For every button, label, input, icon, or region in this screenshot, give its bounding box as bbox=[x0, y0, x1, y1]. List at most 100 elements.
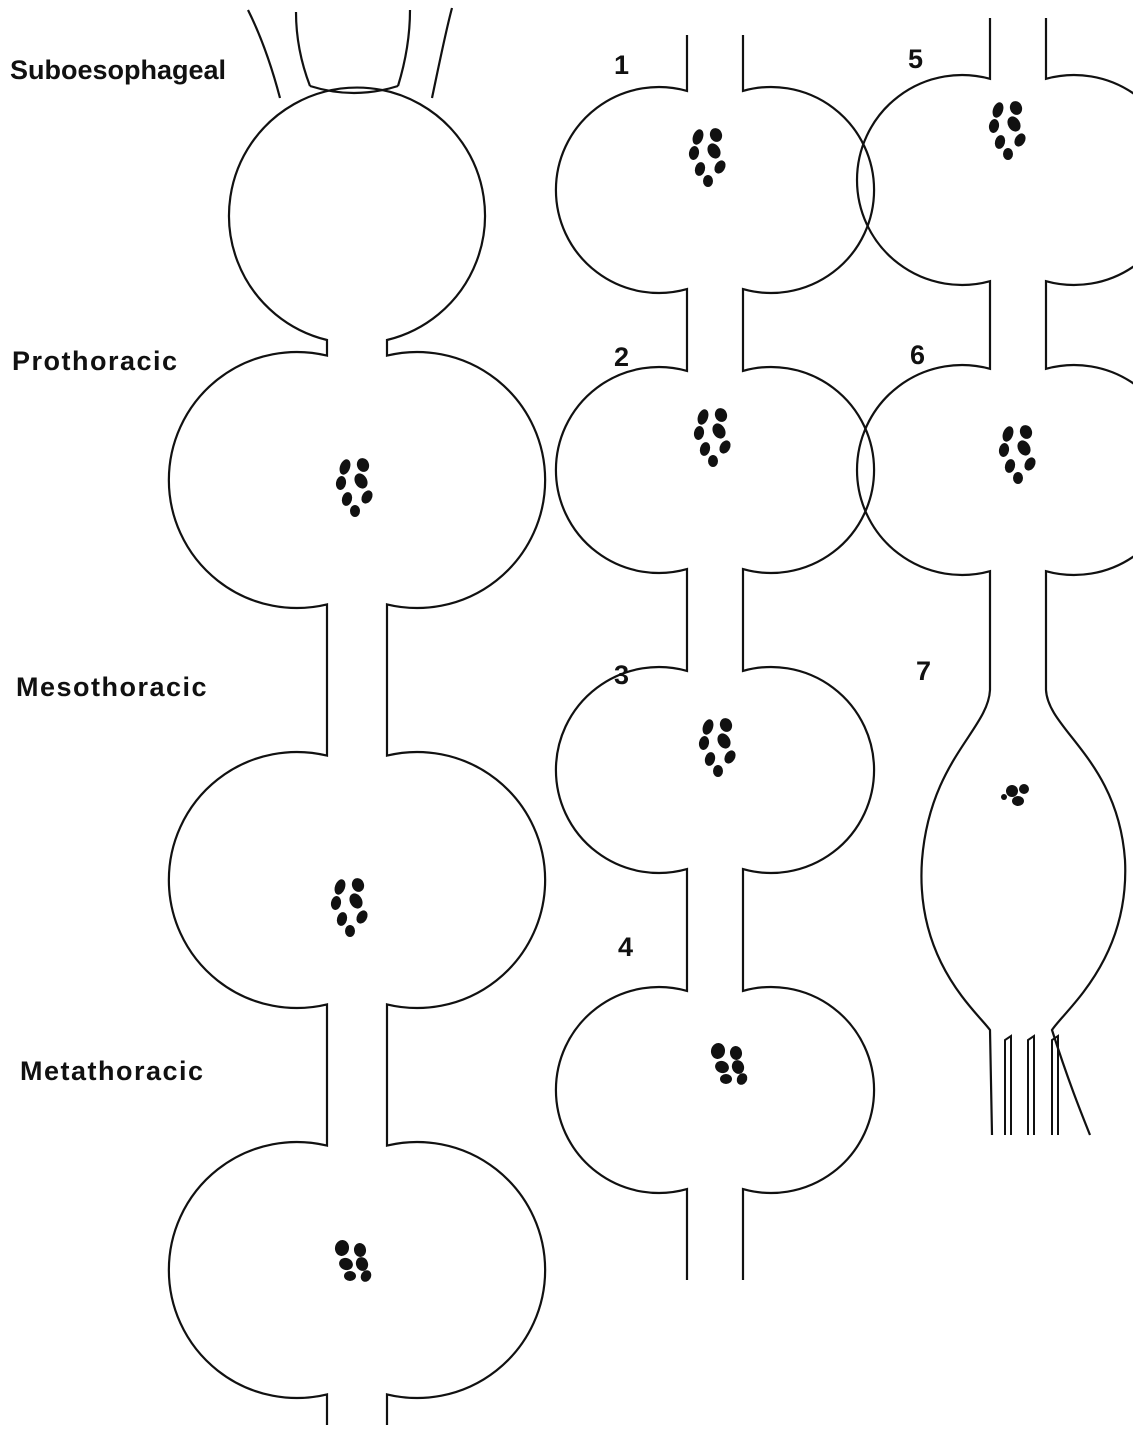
nucleus bbox=[693, 161, 706, 177]
suboesophageal-ganglion-outline bbox=[229, 88, 485, 352]
nucleus bbox=[722, 748, 738, 765]
terminal-nerve-2 bbox=[1028, 1036, 1034, 1135]
nucleus bbox=[1003, 458, 1016, 474]
ganglion-number-7: 7 bbox=[916, 656, 931, 687]
nucleus bbox=[991, 101, 1006, 119]
chain-outline-left bbox=[169, 352, 327, 1425]
nucleus bbox=[718, 716, 734, 733]
ganglion-7-nuclei bbox=[1001, 784, 1029, 806]
prothoracic-nuclei bbox=[335, 456, 375, 517]
nucleus bbox=[720, 1074, 732, 1084]
chain-outline-right bbox=[743, 35, 874, 1280]
ganglion-3-nuclei bbox=[698, 716, 738, 777]
nucleus bbox=[333, 878, 348, 896]
connective-left bbox=[248, 10, 280, 98]
connective-right bbox=[432, 8, 452, 98]
terminal-nerve-3 bbox=[1052, 1036, 1058, 1135]
nucleus bbox=[344, 1271, 356, 1281]
chain-outline-left bbox=[857, 18, 990, 640]
nucleus bbox=[352, 471, 370, 491]
abdominal-chain-1-4 bbox=[556, 35, 874, 1280]
nucleus bbox=[713, 1059, 730, 1075]
nucleus bbox=[693, 425, 705, 441]
nucleus bbox=[988, 118, 1000, 134]
label-metathoracic: Metathoracic bbox=[20, 1056, 205, 1087]
nucleus bbox=[1001, 794, 1007, 800]
ganglion-number-1: 1 bbox=[614, 50, 629, 81]
nucleus bbox=[729, 1045, 743, 1061]
nucleus bbox=[1012, 131, 1028, 148]
ganglion-number-3: 3 bbox=[614, 660, 629, 691]
nucleus bbox=[334, 1239, 351, 1257]
metathoracic-nuclei bbox=[334, 1239, 374, 1284]
inner-connective-right bbox=[398, 10, 410, 86]
nucleus bbox=[345, 925, 355, 937]
nucleus bbox=[701, 718, 716, 736]
terminal-nerve-1 bbox=[1005, 1036, 1011, 1135]
chain-outline-left bbox=[556, 35, 687, 1280]
nucleus bbox=[696, 408, 711, 426]
nucleus bbox=[703, 175, 713, 187]
nucleus bbox=[335, 475, 347, 491]
nucleus bbox=[359, 488, 375, 505]
nucleus bbox=[710, 421, 728, 441]
nucleus bbox=[1018, 423, 1034, 440]
nucleus bbox=[330, 895, 342, 911]
inner-connective-left bbox=[296, 12, 310, 86]
nucleus bbox=[993, 134, 1006, 150]
terminal-ganglion-left bbox=[921, 640, 992, 1135]
label-suboesophageal: Suboesophageal bbox=[10, 55, 226, 86]
ganglion-6-nuclei bbox=[998, 423, 1038, 484]
nucleus bbox=[353, 1242, 367, 1258]
nucleus bbox=[335, 911, 348, 927]
nucleus bbox=[1008, 99, 1024, 116]
nucleus bbox=[350, 505, 360, 517]
chain-outline-right bbox=[387, 352, 545, 1425]
nucleus bbox=[708, 126, 724, 143]
nucleus bbox=[1012, 796, 1024, 806]
nucleus bbox=[338, 458, 353, 476]
nucleus bbox=[730, 1058, 746, 1075]
nucleus bbox=[705, 141, 723, 161]
nucleus bbox=[355, 456, 371, 473]
nucleus bbox=[717, 438, 733, 455]
nucleus bbox=[712, 158, 728, 175]
nucleus bbox=[703, 751, 716, 767]
nucleus bbox=[1013, 472, 1023, 484]
nucleus bbox=[1005, 114, 1023, 134]
nucleus bbox=[340, 491, 353, 507]
ganglion-number-4: 4 bbox=[618, 932, 633, 963]
ganglion-number-6: 6 bbox=[910, 340, 925, 371]
nucleus bbox=[713, 765, 723, 777]
nucleus bbox=[1015, 438, 1033, 458]
nucleus bbox=[1022, 455, 1038, 472]
nucleus bbox=[715, 731, 733, 751]
nucleus bbox=[998, 442, 1010, 458]
ganglion-1-nuclei bbox=[688, 126, 728, 187]
nucleus bbox=[337, 1256, 354, 1272]
nucleus bbox=[710, 1042, 727, 1060]
nucleus bbox=[1019, 784, 1029, 794]
nucleus bbox=[698, 735, 710, 751]
label-prothoracic: Prothoracic bbox=[12, 346, 179, 377]
chain-outline-right bbox=[1046, 18, 1133, 640]
ganglion-2-nuclei bbox=[693, 406, 733, 467]
nucleus bbox=[1001, 425, 1016, 443]
nucleus bbox=[708, 455, 718, 467]
nucleus bbox=[347, 891, 365, 911]
nucleus bbox=[713, 406, 729, 423]
nucleus bbox=[688, 145, 700, 161]
ganglion-number-2: 2 bbox=[614, 342, 629, 373]
ganglion-5-nuclei bbox=[988, 99, 1028, 160]
label-mesothoracic: Mesothoracic bbox=[16, 672, 208, 703]
ganglion-4-nuclei bbox=[710, 1042, 750, 1087]
nucleus bbox=[698, 441, 711, 457]
nucleus bbox=[1003, 148, 1013, 160]
nucleus bbox=[691, 128, 706, 146]
nucleus bbox=[354, 908, 370, 925]
abdominal-chain-5-7 bbox=[857, 18, 1133, 1135]
nucleus bbox=[350, 876, 366, 893]
nucleus bbox=[354, 1255, 370, 1272]
ganglion-number-5: 5 bbox=[908, 44, 923, 75]
